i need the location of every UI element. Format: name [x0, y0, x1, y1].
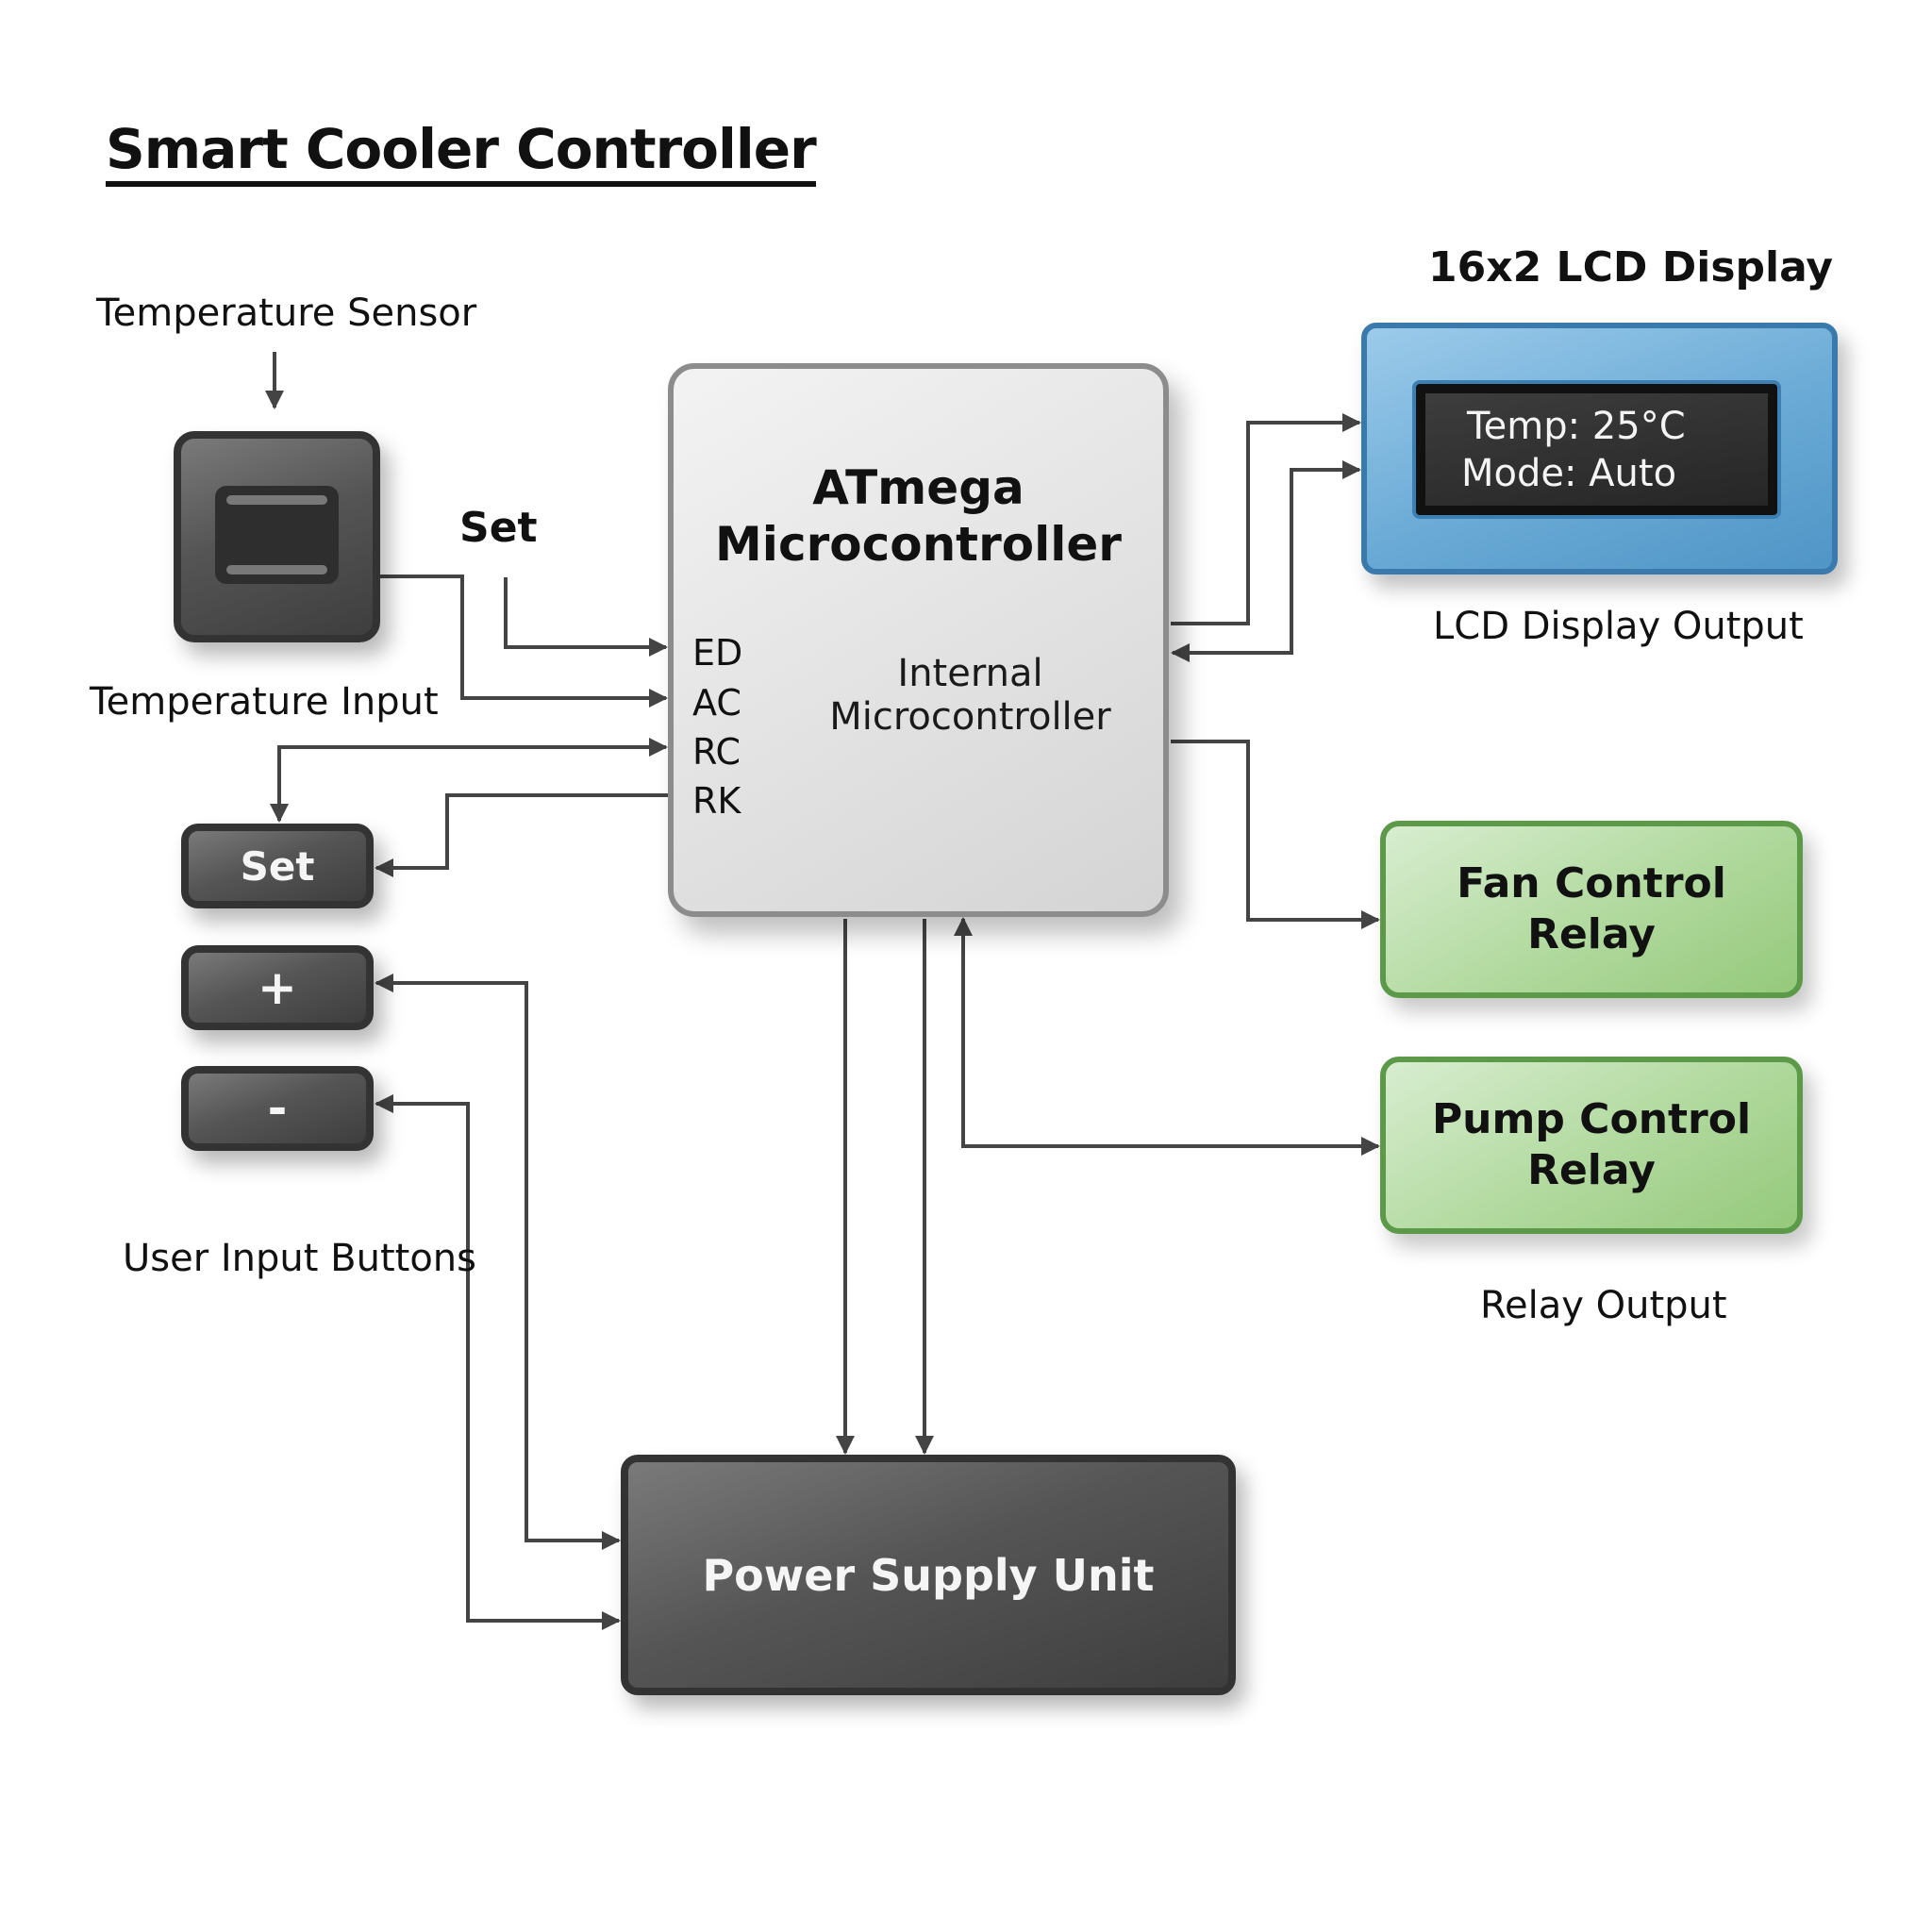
temperature-sensor-block[interactable] — [174, 431, 380, 642]
wire-mcu-to-fan-relay — [1171, 740, 1380, 929]
fan-relay-line2: Relay — [1527, 910, 1656, 958]
wire-set-to-ed — [504, 577, 668, 657]
pin-ed: ED — [692, 632, 743, 674]
pin-ac: AC — [692, 682, 741, 724]
sensor-caption: Temperature Input — [90, 680, 439, 724]
lcd-screen: Temp: 25°C Mode: Auto — [1412, 380, 1781, 519]
minus-button[interactable]: - — [181, 1066, 374, 1151]
mcu-sub-line2: Microcontroller — [829, 695, 1111, 739]
set-button[interactable]: Set — [181, 824, 374, 908]
power-supply-block[interactable]: Power Supply Unit — [621, 1455, 1236, 1695]
temperature-sensor-icon — [215, 486, 339, 584]
pump-relay-block[interactable]: Pump Control Relay — [1380, 1057, 1803, 1234]
pin-rc: RC — [692, 731, 741, 773]
buttons-caption: User Input Buttons — [123, 1237, 476, 1280]
psu-label: Power Supply Unit — [702, 1549, 1155, 1601]
wire-rk-to-set-button — [375, 793, 668, 877]
wire-mcu-to-lcd-1 — [1171, 413, 1361, 625]
microcontroller-block[interactable]: ATmega Microcontroller ED AC RC RK Inter… — [668, 363, 1169, 917]
mcu-title-line1: ATmega — [812, 460, 1024, 515]
page-title: Smart Cooler Controller — [106, 119, 817, 187]
lcd-line-2: Mode: Auto — [1461, 452, 1677, 495]
plus-button[interactable]: + — [181, 945, 374, 1030]
lcd-display-block[interactable]: Temp: 25°C Mode: Auto — [1361, 323, 1838, 575]
wire-lcd-to-mcu — [1171, 460, 1361, 662]
lcd-line-1: Temp: 25°C — [1467, 405, 1686, 448]
wire-set-button-to-rc — [270, 738, 668, 823]
pump-relay-line1: Pump Control — [1431, 1095, 1752, 1143]
wire-minus-to-psu — [375, 1094, 621, 1630]
relay-caption: Relay Output — [1480, 1284, 1727, 1327]
wire-sensor-to-ac — [380, 575, 668, 708]
lcd-caption: LCD Display Output — [1433, 605, 1804, 648]
sensor-label: Temperature Sensor — [96, 291, 477, 335]
mcu-subtitle: Internal Microcontroller — [777, 652, 1163, 739]
pump-relay-line2: Relay — [1527, 1146, 1656, 1194]
fan-relay-block[interactable]: Fan Control Relay — [1380, 821, 1803, 998]
mcu-title-line2: Microcontroller — [715, 517, 1122, 572]
fan-relay-line1: Fan Control — [1457, 859, 1726, 908]
mcu-sub-line1: Internal — [897, 652, 1043, 695]
pin-rk: RK — [692, 780, 741, 822]
set-signal-label: Set — [459, 504, 538, 552]
lcd-heading: 16x2 LCD Display — [1428, 243, 1834, 291]
mcu-title: ATmega Microcontroller — [674, 459, 1163, 573]
wire-pump-relay-to-mcu — [954, 917, 1380, 1156]
